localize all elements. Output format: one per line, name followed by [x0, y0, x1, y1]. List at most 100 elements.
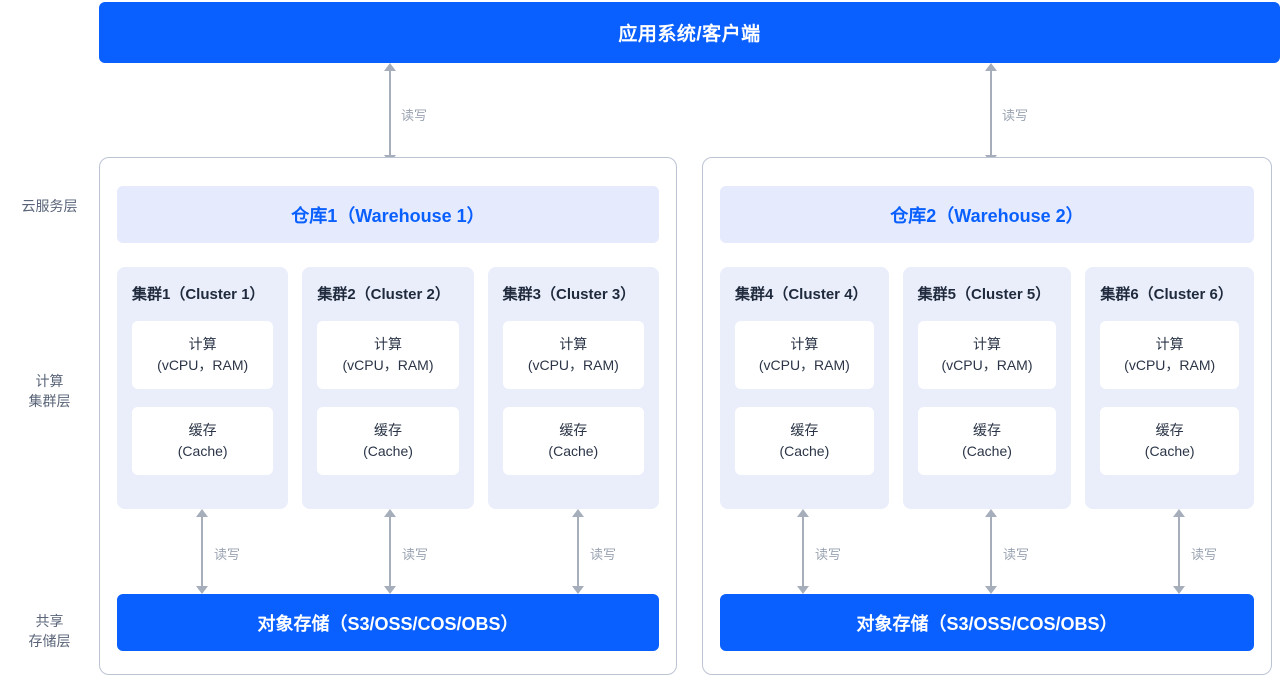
warehouse-2-header: 仓库2（Warehouse 2） [720, 186, 1254, 243]
arrow-head-down-icon [985, 586, 997, 594]
cluster-4-cache-box: 缓存 (Cache) [735, 407, 874, 475]
cluster-3-read-write-label: 读写 [590, 547, 617, 562]
arrow-shaft [990, 515, 992, 588]
cluster-1-cache-line2: (Cache) [177, 443, 228, 459]
arrow-shaft [577, 515, 579, 588]
warehouse-1-container: 仓库1（Warehouse 1） 集群1（Cluster 1） 计算 (vCPU… [99, 157, 677, 675]
arrow-head-up-icon [1173, 509, 1185, 517]
arrow-shaft [990, 69, 992, 157]
cluster-1-compute-line1: 计算 [188, 336, 217, 352]
arrow-shaft [1178, 515, 1180, 588]
cluster-5-compute-box: 计算 (vCPU，RAM) [917, 321, 1057, 389]
cluster-2-read-write-arrow-icon [383, 509, 397, 594]
cluster-4-card[interactable]: 集群4（Cluster 4） 计算 (vCPU，RAM) 缓存 (Cache) [720, 267, 889, 509]
warehouse-1-object-storage-label: 对象存储（S3/OSS/COS/OBS） [257, 613, 519, 634]
cluster-5-cache-line1: 缓存 [973, 422, 1001, 438]
layer-label-shared-storage: 共享 存储层 [28, 613, 71, 649]
layer-label-compute-cluster: 计算 集群层 [28, 373, 71, 409]
warehouse-2-title: 仓库2（Warehouse 2） [890, 205, 1084, 226]
arrow-head-up-icon [384, 509, 396, 517]
read-write-arrow-warehouse-2-icon [984, 63, 998, 163]
cluster-6-cache-line1: 缓存 [1155, 422, 1184, 438]
cluster-3-cache-line1: 缓存 [559, 422, 588, 438]
cluster-6-title: 集群6（Cluster 6） [1100, 286, 1233, 303]
cluster-3-compute-box: 计算 (vCPU，RAM) [502, 321, 644, 389]
cluster-6-cache-box: 缓存 (Cache) [1100, 407, 1240, 475]
warehouse-1-header: 仓库1（Warehouse 1） [117, 186, 659, 243]
arrow-head-up-icon [985, 509, 997, 517]
arrow-head-down-icon [572, 586, 584, 594]
cluster-1-compute-line2: (vCPU，RAM) [157, 357, 249, 373]
warehouse-1-storage-arrows: 读写 读写 读写 [117, 509, 659, 594]
cluster-2-cache-line1: 缓存 [373, 422, 402, 438]
cluster-4-compute-line1: 计算 [790, 336, 819, 352]
warehouse-1-title: 仓库1（Warehouse 1） [291, 205, 485, 226]
cluster-6-compute-line1: 计算 [1155, 336, 1184, 352]
cluster-5-cache-line2: (Cache) [962, 443, 1012, 459]
cluster-4-cache-line1: 缓存 [790, 422, 819, 438]
warehouse-2-container: 仓库2（Warehouse 2） 集群4（Cluster 4） 计算 (vCPU… [702, 157, 1272, 675]
cluster-4-compute-line2: (vCPU，RAM) [758, 357, 850, 373]
cluster-5-read-write-arrow-icon [984, 509, 998, 594]
cluster-5-compute-line2: (vCPU，RAM) [941, 357, 1033, 373]
cluster-2-compute-line1: 计算 [373, 336, 402, 352]
cluster-1-title: 集群1（Cluster 1） [132, 286, 265, 303]
cluster-1-cache-line1: 缓存 [188, 422, 217, 438]
layer-label-cloud-service: 云服务层 [21, 198, 78, 214]
cluster-3-compute-line2: (vCPU，RAM) [527, 357, 619, 373]
cluster-1-read-write-label: 读写 [214, 547, 241, 562]
arrow-head-down-icon [1173, 586, 1185, 594]
cluster-3-cache-line2: (Cache) [548, 443, 599, 459]
cluster-4-title: 集群4（Cluster 4） [735, 286, 868, 303]
cluster-3-card[interactable]: 集群3（Cluster 3） 计算 (vCPU，RAM) 缓存 (Cache) [487, 267, 659, 509]
arrow-shaft [802, 515, 804, 588]
cluster-5-cache-box: 缓存 (Cache) [917, 407, 1057, 475]
arrow-shaft [389, 69, 391, 157]
cluster-6-compute-line2: (vCPU，RAM) [1124, 357, 1216, 373]
cluster-3-cache-box: 缓存 (Cache) [502, 407, 644, 475]
application-client-label: 应用系统/客户端 [618, 24, 761, 45]
cluster-2-cache-line2: (Cache) [363, 443, 413, 459]
warehouse-2-object-storage-bar: 对象存储（S3/OSS/COS/OBS） [720, 594, 1254, 651]
cluster-4-cache-line2: (Cache) [779, 443, 830, 459]
application-client-banner: 应用系统/客户端 [99, 2, 1280, 63]
arrow-head-up-icon [196, 509, 208, 517]
arrow-shaft [201, 515, 203, 588]
cluster-4-compute-box: 计算 (vCPU，RAM) [735, 321, 874, 389]
cluster-1-cache-box: 缓存 (Cache) [132, 407, 274, 475]
arrow-head-down-icon [384, 586, 396, 594]
warehouse-2-object-storage-label: 对象存储（S3/OSS/COS/OBS） [856, 613, 1118, 634]
cluster-4-read-write-label: 读写 [815, 547, 842, 562]
read-write-label-top-left: 读写 [401, 108, 428, 123]
cluster-3-read-write-arrow-icon [571, 509, 585, 594]
arrow-head-down-icon [196, 586, 208, 594]
read-write-label-top-right: 读写 [1002, 108, 1029, 123]
arrow-head-up-icon [384, 63, 396, 71]
arrow-head-up-icon [985, 63, 997, 71]
cluster-6-compute-box: 计算 (vCPU，RAM) [1100, 321, 1240, 389]
cluster-2-title: 集群2（Cluster 2） [317, 286, 450, 303]
arrow-head-up-icon [797, 509, 809, 517]
cluster-2-compute-line2: (vCPU，RAM) [342, 357, 434, 373]
cluster-5-card[interactable]: 集群5（Cluster 5） 计算 (vCPU，RAM) 缓存 (Cache) [902, 267, 1072, 509]
read-write-arrow-warehouse-1-icon [383, 63, 397, 163]
cluster-2-card[interactable]: 集群2（Cluster 2） 计算 (vCPU，RAM) 缓存 (Cache) [302, 267, 474, 509]
arrow-shaft [389, 515, 391, 588]
cluster-1-read-write-arrow-icon [195, 509, 209, 594]
cluster-5-compute-line1: 计算 [973, 336, 1001, 352]
cluster-3-title: 集群3（Cluster 3） [502, 286, 636, 303]
cluster-6-card[interactable]: 集群6（Cluster 6） 计算 (vCPU，RAM) 缓存 (Cache) [1085, 267, 1255, 509]
cluster-1-card[interactable]: 集群1（Cluster 1） 计算 (vCPU，RAM) 缓存 (Cache) [117, 267, 289, 509]
cluster-6-read-write-arrow-icon [1172, 509, 1186, 594]
cluster-5-read-write-label: 读写 [1003, 547, 1030, 562]
cluster-2-read-write-label: 读写 [402, 547, 429, 562]
cluster-2-cache-box: 缓存 (Cache) [317, 407, 459, 475]
arrow-head-up-icon [572, 509, 584, 517]
cluster-6-cache-line2: (Cache) [1144, 443, 1195, 459]
cluster-4-read-write-arrow-icon [796, 509, 810, 594]
cluster-3-compute-line1: 计算 [559, 336, 588, 352]
cluster-1-compute-box: 计算 (vCPU，RAM) [132, 321, 274, 389]
warehouse-1-cluster-row: 集群1（Cluster 1） 计算 (vCPU，RAM) 缓存 (Cache) … [117, 267, 659, 509]
cluster-6-read-write-label: 读写 [1191, 547, 1218, 562]
